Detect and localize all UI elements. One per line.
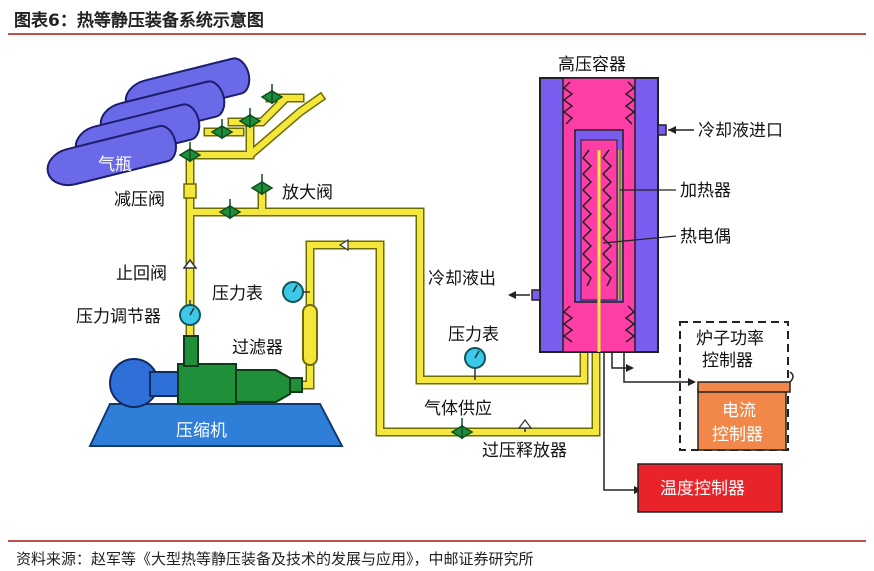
- high-pressure-vessel: [539, 77, 659, 353]
- compressor-unit: [88, 335, 344, 447]
- filter-icon: [302, 304, 318, 366]
- flow-arrow-icon: [338, 238, 349, 252]
- gas-cylinders: [46, 57, 251, 187]
- overpressure-release-label: 过压释放器: [482, 441, 567, 461]
- furnace-power-controller-label-2: 控制器: [702, 351, 753, 371]
- pressure-regulator-label: 压力调节器: [76, 307, 161, 327]
- pressure-gauge-icons: [179, 281, 486, 380]
- temperature-controller-box: [637, 463, 783, 513]
- valve-stems: [189, 84, 463, 426]
- release-valve-label: 放大阀: [282, 183, 333, 203]
- heater-label: 加热器: [680, 181, 731, 201]
- high-pressure-vessel-label: 高压容器: [558, 55, 626, 75]
- title-rule: [8, 33, 866, 35]
- control-wiring: [603, 352, 794, 491]
- overpressure-arrow-icon: [517, 419, 533, 429]
- component-labels: 减压阀 放大阀 止回阀 压力调节器 压力表 过滤器 压力表 气体供应 过压释放器…: [76, 55, 783, 499]
- figure-title: 图表6：热等静压装备系统示意图: [14, 11, 264, 31]
- thermocouple-label: 热电偶: [680, 227, 731, 247]
- gas-cylinder-label: 气瓶: [98, 155, 132, 175]
- filter-label: 过滤器: [232, 338, 283, 358]
- check-valve-icon: [182, 258, 198, 269]
- check-valve-label: 止回阀: [116, 264, 167, 284]
- coolant-in-port: [657, 124, 667, 136]
- current-controller-box: [697, 387, 787, 451]
- pressure-reducing-valve-icon: [183, 183, 197, 199]
- current-controller-label-1: 电流: [722, 401, 756, 421]
- coolant-in-label: 冷却液进口: [698, 121, 783, 141]
- gas-supply-label: 气体供应: [424, 399, 492, 419]
- temperature-controller-label: 温度控制器: [660, 479, 745, 499]
- pressure-gauge-mid-label: 压力表: [448, 325, 499, 345]
- furnace-power-controller-label-1: 炉子功率: [696, 329, 764, 349]
- coolant-out-port: [531, 289, 541, 301]
- pressure-gauge-left-label: 压力表: [212, 284, 263, 304]
- compressor-label: 压缩机: [176, 421, 227, 441]
- source-note: 资料来源：赵军等《大型热等静压装备及技术的发展与应用》，中邮证券研究所: [16, 550, 534, 568]
- leader-lines: [602, 189, 677, 244]
- current-controller-label-2: 控制器: [712, 425, 763, 445]
- pressure-reducing-valve-label: 减压阀: [114, 190, 165, 210]
- coolant-out-label: 冷却液出: [428, 269, 496, 289]
- valve-icons: [178, 89, 474, 440]
- footer-rule: [8, 540, 866, 542]
